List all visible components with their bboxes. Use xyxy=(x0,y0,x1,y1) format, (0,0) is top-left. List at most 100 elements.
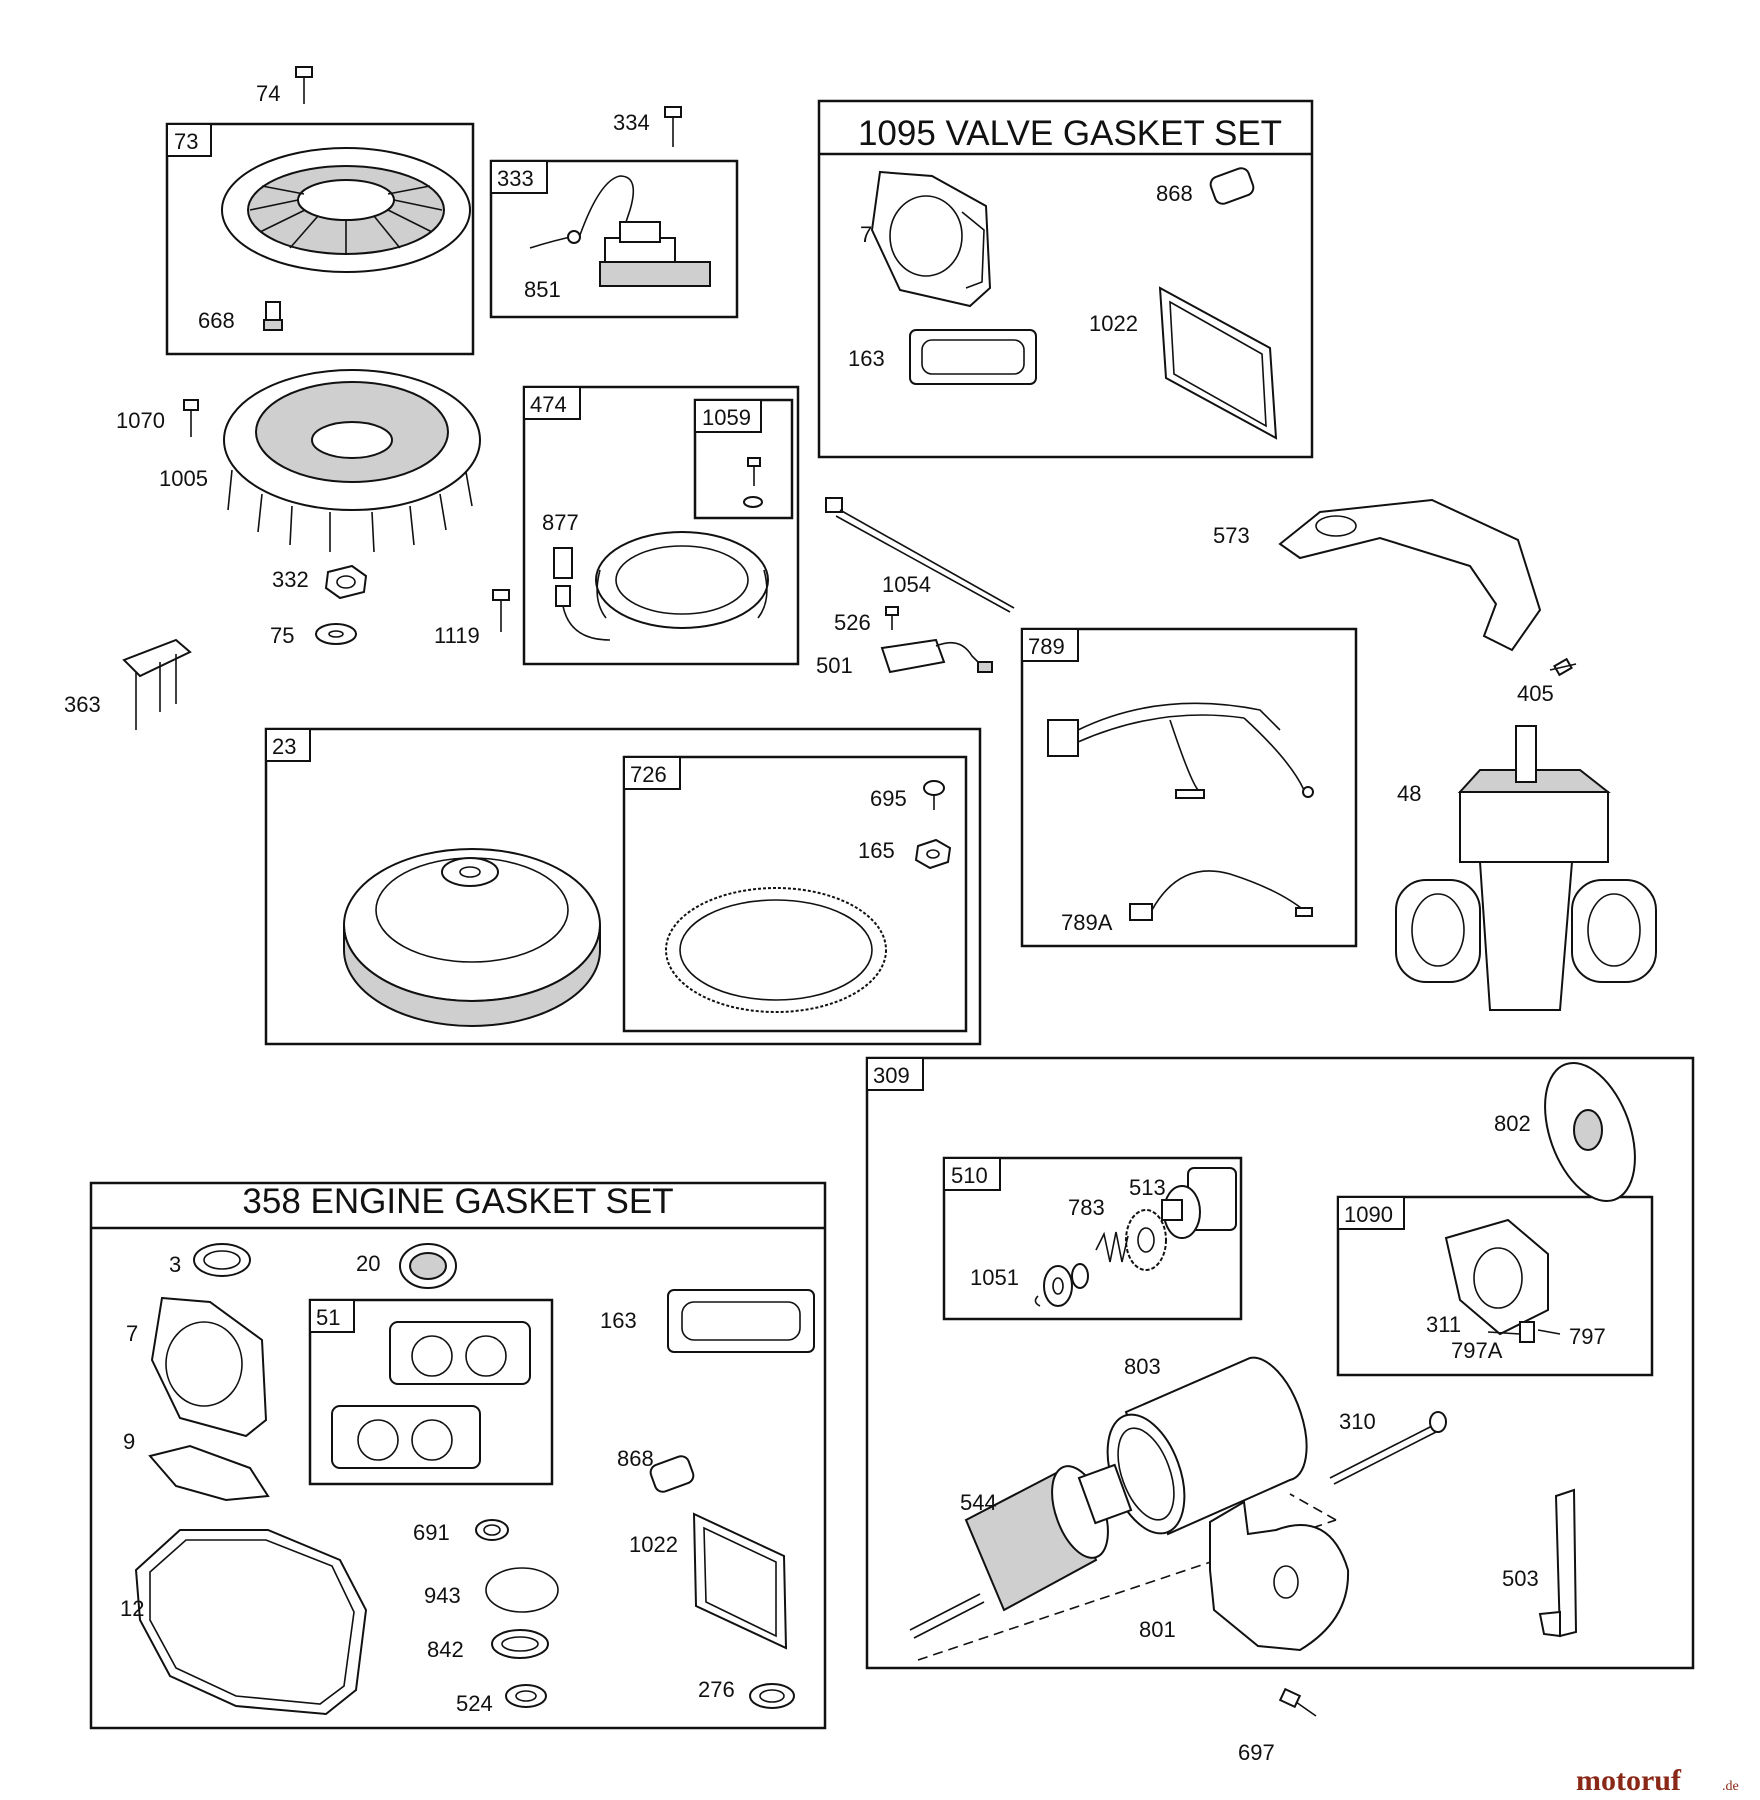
label-20: 20 xyxy=(356,1251,380,1276)
label-695: 695 xyxy=(870,786,907,811)
gasket-9-drawing xyxy=(148,1444,270,1502)
bracket-363-drawing xyxy=(122,638,192,730)
box-789-label: 789 xyxy=(1028,634,1065,659)
screw-697-drawing xyxy=(1278,1687,1317,1717)
head-gasket-7b-drawing xyxy=(150,1296,268,1438)
leader-lines xyxy=(1487,1329,1561,1335)
head-gasket-7-drawing xyxy=(870,170,992,308)
ring-gear-726-drawing xyxy=(665,887,887,1013)
label-797a: 797A xyxy=(1451,1338,1503,1363)
label-311: 311 xyxy=(1426,1312,1461,1337)
box-309: 309 510 1090 xyxy=(865,1056,1695,1670)
label-1119: 1119 xyxy=(434,623,480,648)
intake-gasket-163a-drawing xyxy=(909,329,1037,385)
label-405: 405 xyxy=(1517,681,1554,706)
label-1051: 1051 xyxy=(970,1265,1019,1290)
o-ring-943-drawing xyxy=(485,1567,559,1613)
armature-544-drawing xyxy=(909,1463,1337,1661)
valve-seal-868a-drawing xyxy=(1209,167,1255,205)
label-697: 697 xyxy=(1238,1740,1275,1765)
exhaust-gasket-51-drawing xyxy=(331,1321,531,1469)
bolt-1119-drawing xyxy=(492,589,510,632)
plate-802-drawing xyxy=(1544,1061,1636,1203)
box-510-label: 510 xyxy=(951,1163,988,1188)
label-74: 74 xyxy=(256,81,280,106)
label-501: 501 xyxy=(816,653,853,678)
label-573: 573 xyxy=(1213,523,1250,548)
label-802: 802 xyxy=(1494,1111,1531,1136)
label-797: 797 xyxy=(1569,1324,1606,1349)
label-842: 842 xyxy=(427,1637,464,1662)
drive-513-drawing xyxy=(1161,1167,1237,1239)
valve-cover-gasket-1022a-drawing xyxy=(1158,286,1278,440)
crankcase-gasket-12-drawing xyxy=(134,1529,368,1716)
box-358-engine-gasket-set: 358 ENGINE GASKET SET 51 xyxy=(89,1181,827,1730)
label-803: 803 xyxy=(1124,1354,1161,1379)
bolt-74-drawing xyxy=(295,66,313,104)
part-labels: 74 334 851 668 1070 1005 332 75 1119 363… xyxy=(64,81,1606,1765)
cable-tie-1054-drawing xyxy=(825,497,1015,613)
label-524: 524 xyxy=(456,1691,493,1716)
regulator-501-drawing xyxy=(880,638,993,674)
nut-332-drawing xyxy=(324,564,368,600)
washer-75-drawing xyxy=(315,623,357,645)
label-7a: 7 xyxy=(860,222,872,247)
label-1070: 1070 xyxy=(116,408,165,433)
box-1095-valve-gasket-set: 1095 VALVE GASKET SET xyxy=(817,99,1314,459)
box-309-label: 309 xyxy=(873,1063,910,1088)
valve-seal-868b-drawing xyxy=(649,1455,695,1493)
box-1059-label: 1059 xyxy=(702,405,751,430)
label-163b: 163 xyxy=(600,1308,637,1333)
label-526: 526 xyxy=(834,610,871,635)
strap-503-drawing xyxy=(1538,1488,1578,1638)
label-3: 3 xyxy=(169,1252,181,1277)
box-333: 333 xyxy=(489,159,739,319)
label-691: 691 xyxy=(413,1520,450,1545)
washer-524-drawing xyxy=(505,1684,547,1708)
label-1022a: 1022 xyxy=(1089,311,1138,336)
label-163a: 163 xyxy=(848,346,885,371)
box-474-label: 474 xyxy=(530,392,567,417)
bolt-334-drawing xyxy=(664,106,682,147)
washer-276-drawing xyxy=(749,1683,795,1709)
box-726-label: 726 xyxy=(630,762,667,787)
label-48: 48 xyxy=(1397,781,1421,806)
rotating-screen-drawing xyxy=(221,147,471,273)
box-474: 474 1059 xyxy=(522,385,800,666)
box-23-label: 23 xyxy=(272,734,296,759)
label-7b: 7 xyxy=(126,1321,138,1346)
intake-gasket-163b-drawing xyxy=(667,1289,815,1353)
label-12: 12 xyxy=(120,1596,144,1621)
label-310: 310 xyxy=(1339,1409,1376,1434)
label-668: 668 xyxy=(198,308,235,333)
label-943: 943 xyxy=(424,1583,461,1608)
engine-gasket-set-title: 358 ENGINE GASKET SET xyxy=(242,1182,673,1221)
valve-gasket-set-title: 1095 VALVE GASKET SET xyxy=(858,114,1282,153)
pinion-783-drawing xyxy=(1125,1209,1167,1271)
wiring-harness-789-drawing xyxy=(1047,702,1314,799)
frame-803-drawing xyxy=(1106,1356,1308,1536)
box-333-label: 333 xyxy=(497,166,534,191)
label-789a: 789A xyxy=(1061,910,1113,935)
flywheel-23-drawing xyxy=(343,848,601,1027)
label-165: 165 xyxy=(858,838,895,863)
box-789: 789 xyxy=(1020,627,1358,948)
crankcase-48-drawing xyxy=(1395,725,1657,1011)
alternator-drawing xyxy=(553,531,769,641)
label-1054: 1054 xyxy=(882,572,931,597)
label-851: 851 xyxy=(524,277,561,302)
screw-526-drawing xyxy=(885,606,899,630)
label-276: 276 xyxy=(698,1677,735,1702)
label-801: 801 xyxy=(1139,1617,1176,1642)
box-23: 23 726 xyxy=(264,727,982,1046)
label-363: 363 xyxy=(64,692,101,717)
screw-405-drawing xyxy=(1549,657,1577,677)
box-51-label: 51 xyxy=(316,1305,340,1330)
box-73-label: 73 xyxy=(174,129,198,154)
bolt-668-drawing xyxy=(263,301,283,331)
bolt-1070-drawing xyxy=(183,399,199,437)
spring-1051-drawing xyxy=(1034,1231,1129,1307)
seal-20-drawing xyxy=(399,1243,457,1289)
wire-789a-drawing xyxy=(1129,870,1313,921)
label-868b: 868 xyxy=(617,1446,654,1471)
